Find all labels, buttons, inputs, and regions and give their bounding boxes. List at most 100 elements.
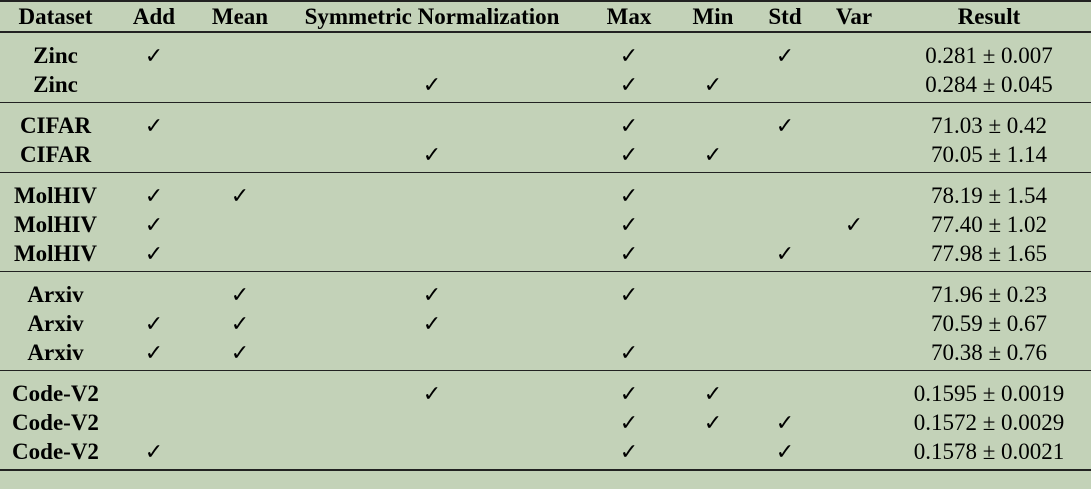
table-row: Arxiv ✓ ✓ ✓ 70.59 ± 0.67 (0, 309, 1091, 338)
check-cell (197, 70, 283, 103)
check-cell: ✓ (581, 210, 677, 239)
checkmark-icon: ✓ (144, 241, 164, 266)
check-cell (283, 210, 581, 239)
checkmark-icon: ✓ (703, 410, 723, 435)
check-cell: ✓ (749, 408, 821, 437)
table-row: Arxiv✓✓✓71.96 ± 0.23 (0, 272, 1091, 310)
result-cell: 71.96 ± 0.23 (930, 282, 1048, 307)
column-header-dataset: Dataset (18, 4, 93, 29)
check-cell (749, 309, 821, 338)
checkmark-icon: ✓ (144, 183, 164, 208)
checkmark-icon: ✓ (775, 410, 795, 435)
result-cell: 78.19 ± 1.54 (930, 183, 1048, 208)
check-cell: ✓ (111, 173, 197, 211)
checkmark-icon: ✓ (144, 439, 164, 464)
check-cell (283, 239, 581, 272)
check-cell: ✓ (197, 173, 283, 211)
check-cell: ✓ (581, 371, 677, 409)
checkmark-icon: ✓ (619, 410, 639, 435)
table-row: CIFAR✓✓✓70.05 ± 1.14 (0, 140, 1091, 173)
check-cell: ✓ (677, 408, 749, 437)
column-header-mean: Mean (211, 4, 269, 29)
check-cell (749, 210, 821, 239)
column-header-symmetric-normalization: Symmetric Normalization (304, 4, 560, 29)
table-row: Code-V2✓✓✓0.1578 ± 0.0021 (0, 437, 1091, 470)
dataset-cell: Code-V2 (12, 439, 99, 464)
check-cell (821, 103, 887, 141)
checkmark-icon: ✓ (703, 381, 723, 406)
check-cell: ✓ (581, 437, 677, 470)
result-cell: 70.59 ± 0.67 (930, 311, 1048, 336)
check-cell: ✓ (581, 70, 677, 103)
check-cell: ✓ (111, 437, 197, 470)
checkmark-icon: ✓ (144, 43, 164, 68)
check-cell: ✓ (197, 338, 283, 371)
result-cell: 0.1595 ± 0.0019 (913, 381, 1065, 406)
column-header-std: Std (768, 4, 802, 29)
check-cell: ✓ (749, 437, 821, 470)
check-cell (677, 437, 749, 470)
check-cell (283, 408, 581, 437)
check-cell (677, 338, 749, 371)
check-cell: ✓ (111, 32, 197, 70)
results-table: Dataset Add Mean Symmetric Normalization… (0, 1, 1091, 470)
checkmark-icon: ✓ (230, 183, 250, 208)
checkmark-icon: ✓ (144, 311, 164, 336)
checkmark-icon: ✓ (619, 381, 639, 406)
check-cell (197, 408, 283, 437)
result-cell: 71.03 ± 0.42 (930, 113, 1048, 138)
check-cell (111, 272, 197, 310)
result-cell: 0.281 ± 0.007 (925, 43, 1053, 68)
check-cell (821, 408, 887, 437)
table-row: Code-V2✓✓✓0.1572 ± 0.0029 (0, 408, 1091, 437)
column-header-min: Min (692, 4, 734, 29)
table-row: MolHIV✓✓✓77.40 ± 1.02 (0, 210, 1091, 239)
checkmark-icon: ✓ (144, 340, 164, 365)
check-cell (821, 140, 887, 173)
check-cell (677, 173, 749, 211)
table-row: Arxiv✓✓✓70.38 ± 0.76 (0, 338, 1091, 371)
checkmark-icon: ✓ (619, 142, 639, 167)
check-cell (197, 140, 283, 173)
result-cell: 70.05 ± 1.14 (930, 142, 1048, 167)
check-cell (749, 140, 821, 173)
check-cell (749, 272, 821, 310)
check-cell: ✓ (581, 32, 677, 70)
checkmark-icon: ✓ (144, 212, 164, 237)
check-cell: ✓ (283, 309, 581, 338)
checkmark-icon: ✓ (775, 439, 795, 464)
check-cell (821, 338, 887, 371)
check-cell (197, 210, 283, 239)
dataset-cell: Arxiv (27, 311, 84, 336)
dataset-cell: MolHIV (13, 183, 98, 208)
check-cell: ✓ (677, 70, 749, 103)
check-cell (821, 173, 887, 211)
table-header: Dataset Add Mean Symmetric Normalization… (0, 1, 1091, 32)
checkmark-icon: ✓ (230, 311, 250, 336)
dataset-cell: MolHIV (13, 241, 98, 266)
result-cell: 77.40 ± 1.02 (930, 212, 1048, 237)
check-cell (677, 239, 749, 272)
dataset-cell: Zinc (33, 43, 78, 68)
check-cell: ✓ (821, 210, 887, 239)
dataset-cell: Code-V2 (12, 381, 99, 406)
result-cell: 0.1572 ± 0.0029 (913, 410, 1065, 435)
check-cell: ✓ (581, 408, 677, 437)
check-cell (111, 408, 197, 437)
checkmark-icon: ✓ (703, 142, 723, 167)
dataset-cell: Arxiv (27, 340, 84, 365)
check-cell (821, 272, 887, 310)
check-cell (677, 210, 749, 239)
table-row: Zinc✓✓✓0.281 ± 0.007 (0, 32, 1091, 70)
check-cell: ✓ (197, 309, 283, 338)
check-cell: ✓ (283, 70, 581, 103)
check-cell (283, 338, 581, 371)
checkmark-icon: ✓ (775, 241, 795, 266)
checkmark-icon: ✓ (422, 381, 442, 406)
check-cell (111, 70, 197, 103)
header-row: Dataset Add Mean Symmetric Normalization… (0, 1, 1091, 32)
dataset-cell: CIFAR (19, 142, 92, 167)
checkmark-icon: ✓ (619, 113, 639, 138)
